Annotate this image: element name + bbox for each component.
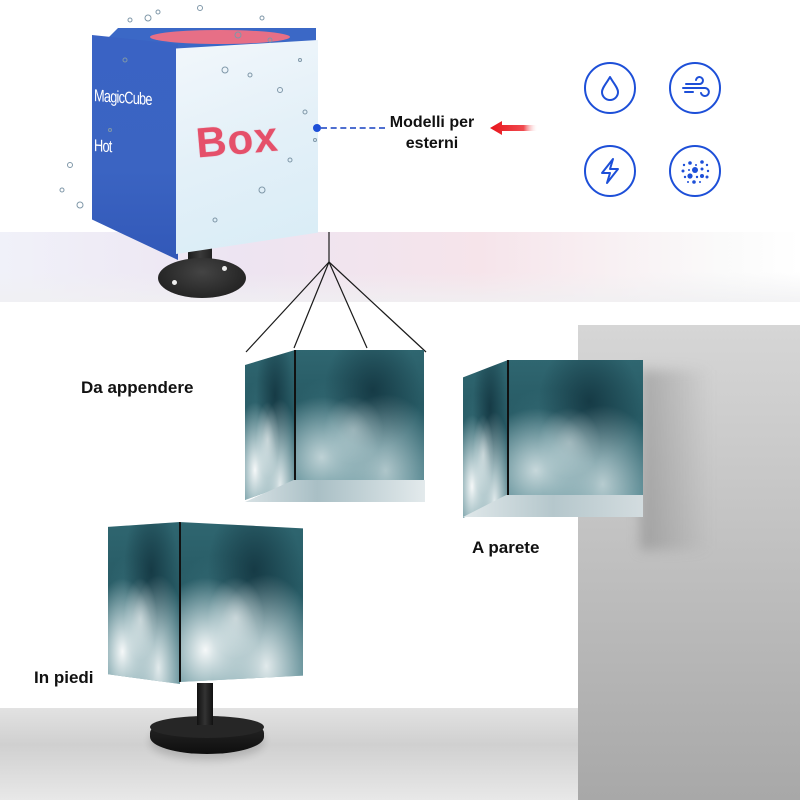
left-arrow-icon [490,121,538,135]
hero-sub-text: Hot [94,136,112,157]
hanging-wires [245,232,427,353]
hero-cube-top-logo [150,30,290,44]
hero-cube-left-face [92,35,178,260]
hanging-cube-bottom-face [245,480,425,502]
wall-cube-shadow [640,370,710,550]
callout-dot [313,124,321,132]
waterproof-badge [584,62,636,114]
wall-mode-label: A parete [472,538,540,557]
hero-cube-front-face [176,40,318,254]
wall-cube-front-face [507,360,643,498]
wall-cube-left-face [463,360,508,518]
hero-cube-base [158,258,246,298]
lightning-icon [601,158,619,184]
floor-shadow-band [0,232,800,302]
callout-dashed-line [321,127,385,129]
floor-surface [0,708,578,800]
wind-icon [682,76,710,97]
hanging-mode-label: Da appendere [81,378,194,397]
callout-line-1: Modelli per [389,114,475,131]
hero-box-text: Box [194,112,281,167]
water-drop-icon [601,76,619,101]
callout-line-2: esterni [405,135,459,152]
hero-brand-text: MagicCube [94,86,152,110]
hanging-cube-front-face [294,350,424,484]
wall-cube-bottom-face [463,495,643,517]
outdoor-models-label: Modelli per esterni [372,112,492,154]
windproof-badge [669,62,721,114]
base-screw-hole [172,280,177,285]
standing-cube-left-face [108,522,180,684]
lightning-proof-badge [584,145,636,197]
dustproof-badge [669,145,721,197]
base-screw-hole [222,266,227,271]
standing-cube-front-face [179,522,303,682]
standing-mode-label: In piedi [34,668,94,687]
standing-cube-post [197,683,213,725]
dust-icon [681,160,710,184]
hanging-cube-left-face [245,350,295,500]
